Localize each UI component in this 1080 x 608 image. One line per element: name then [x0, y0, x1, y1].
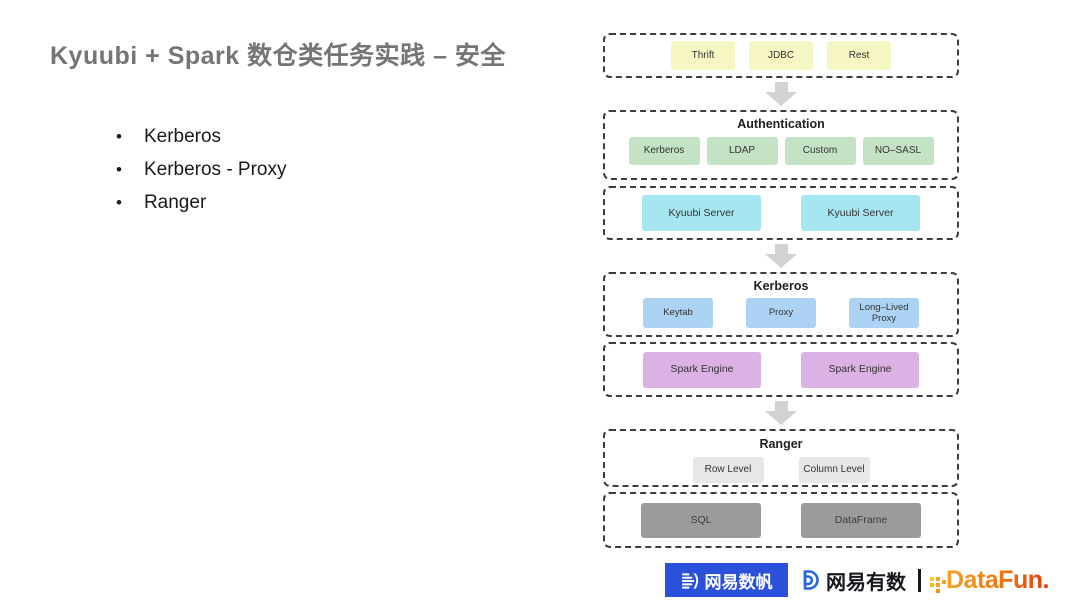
- bullet-icon: •: [116, 127, 122, 146]
- execution-group: SQL DataFrame: [603, 492, 959, 548]
- arrow-stem: [774, 244, 788, 254]
- arrow-head-icon: [765, 92, 797, 106]
- datafun-logo: DataFun.: [930, 566, 1049, 595]
- authentication-row: Kerberos LDAP Custom NO–SASL: [628, 137, 934, 165]
- list-item: • Kerberos - Proxy: [116, 159, 287, 180]
- bullet-text: Kerberos: [143, 126, 222, 147]
- node-kyuubi-server-1: Kyuubi Server: [642, 195, 761, 231]
- group-title: Kerberos: [753, 279, 809, 293]
- group-title: Authentication: [737, 117, 825, 131]
- node-column-level: Column Level: [798, 457, 870, 483]
- bullet-icon: •: [116, 160, 122, 179]
- shufan-label: 网易数帆: [704, 572, 773, 592]
- node-no-sasl: NO–SASL: [862, 137, 934, 165]
- architecture-diagram: Thrift JDBC Rest Authentication Kerberos…: [603, 33, 959, 548]
- bullet-list: • Kerberos • Kerberos - Proxy • Ranger: [116, 126, 287, 225]
- node-dataframe: DataFrame: [801, 502, 921, 538]
- down-arrow: [603, 82, 959, 106]
- footer-logos: 网易数帆 网易有数 DataFun.: [665, 563, 1049, 597]
- bullet-text: Kerberos - Proxy: [143, 159, 287, 180]
- node-proxy: Proxy: [746, 298, 816, 328]
- bullet-text: Ranger: [143, 192, 207, 213]
- netease-shufan-logo: 网易数帆: [665, 563, 788, 597]
- node-thrift: Thrift: [671, 41, 735, 70]
- clients-group: Thrift JDBC Rest: [603, 33, 959, 78]
- node-row-level: Row Level: [692, 457, 764, 483]
- sail-icon: [681, 571, 700, 590]
- authentication-group: Authentication Kerberos LDAP Custom NO–S…: [603, 110, 959, 180]
- list-item: • Kerberos: [116, 126, 287, 147]
- group-title: Ranger: [759, 437, 803, 451]
- arrow-head-icon: [765, 411, 797, 425]
- netease-youshu-logo: 网易有数: [797, 566, 906, 595]
- arrow-head-icon: [765, 254, 797, 268]
- node-custom: Custom: [784, 137, 856, 165]
- kerberos-group: Kerberos Keytab Proxy Long–Lived Proxy: [603, 272, 959, 337]
- node-auth-kerberos: Kerberos: [628, 137, 700, 165]
- down-arrow: [603, 244, 959, 268]
- arrow-stem: [774, 82, 788, 92]
- down-arrow: [603, 401, 959, 425]
- node-spark-engine-2: Spark Engine: [801, 351, 919, 388]
- kerberos-row: Keytab Proxy Long–Lived Proxy: [643, 298, 919, 328]
- node-long-lived-proxy: Long–Lived Proxy: [849, 298, 919, 328]
- page-title: Kyuubi + Spark 数仓类任务实践 – 安全: [50, 42, 506, 70]
- youshu-label: 网易有数: [826, 571, 906, 594]
- node-jdbc: JDBC: [749, 41, 813, 70]
- youshu-d-icon: [797, 568, 821, 592]
- spark-engines-group: Spark Engine Spark Engine: [603, 342, 959, 397]
- pixel-dots-icon: [930, 569, 946, 595]
- bullet-icon: •: [116, 193, 122, 212]
- kyuubi-servers-group: Kyuubi Server Kyuubi Server: [603, 186, 959, 240]
- node-spark-engine-1: Spark Engine: [643, 351, 761, 388]
- node-sql: SQL: [641, 502, 761, 538]
- node-kyuubi-server-2: Kyuubi Server: [801, 195, 920, 231]
- arrow-stem: [774, 401, 788, 411]
- node-ldap: LDAP: [706, 137, 778, 165]
- ranger-row: Row Level Column Level: [692, 457, 870, 483]
- node-keytab: Keytab: [643, 298, 713, 328]
- ranger-group: Ranger Row Level Column Level: [603, 429, 959, 487]
- datafun-label: DataFun.: [946, 565, 1049, 594]
- node-rest: Rest: [827, 41, 891, 70]
- separator-bar: [918, 568, 921, 592]
- list-item: • Ranger: [116, 192, 287, 213]
